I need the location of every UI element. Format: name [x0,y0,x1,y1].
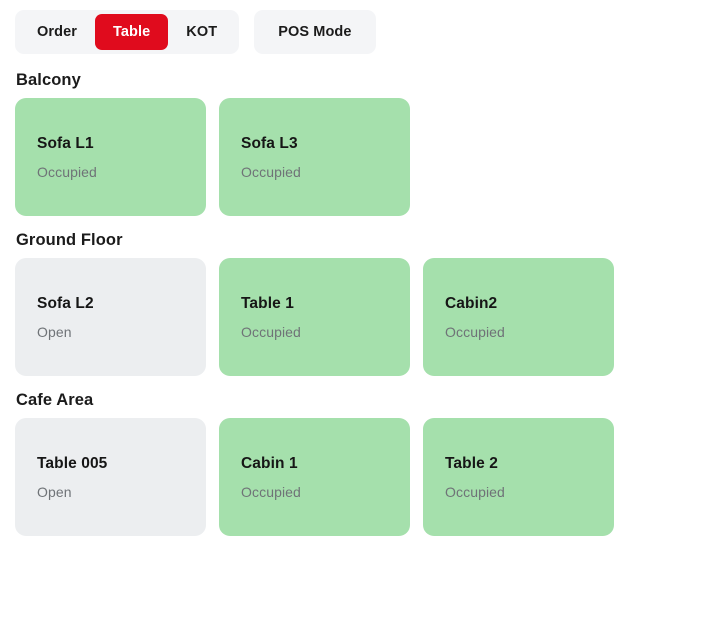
table-card-name: Sofa L3 [241,134,298,152]
tab-pos-mode[interactable]: POS Mode [258,14,371,50]
table-card[interactable]: Sofa L3 Occupied [219,98,410,216]
section-title: Balcony [16,71,81,89]
table-card-status: Occupied [241,163,301,180]
table-card-name: Table 2 [445,454,498,472]
table-card-name: Sofa L1 [37,134,94,152]
table-card-name: Cabin 1 [241,454,298,472]
table-card[interactable]: Sofa L1 Occupied [15,98,206,216]
tab-order[interactable]: Order [19,14,95,50]
table-card-status: Occupied [37,163,97,180]
secondary-tab-group: POS Mode [254,10,376,54]
table-card[interactable]: Sofa L2 Open [15,258,206,376]
table-card-status: Open [37,483,72,500]
table-card-status: Occupied [241,323,301,340]
section-title: Ground Floor [16,231,123,249]
tab-table[interactable]: Table [95,14,169,50]
tab-kot[interactable]: KOT [168,14,235,50]
table-card[interactable]: Cabin 1 Occupied [219,418,410,536]
section-title: Cafe Area [16,391,94,409]
table-card-name: Table 1 [241,294,294,312]
table-card-status: Open [37,323,72,340]
table-card-name: Cabin2 [445,294,498,312]
table-card[interactable]: Table 1 Occupied [219,258,410,376]
table-card-name: Sofa L2 [37,294,94,312]
table-card-row: Sofa L1 Occupied Sofa L3 Occupied [15,98,715,216]
table-card-status: Occupied [445,323,505,340]
table-card-status: Occupied [445,483,505,500]
table-card-status: Occupied [241,483,301,500]
table-card[interactable]: Table 2 Occupied [423,418,614,536]
table-card-name: Table 005 [37,454,108,472]
